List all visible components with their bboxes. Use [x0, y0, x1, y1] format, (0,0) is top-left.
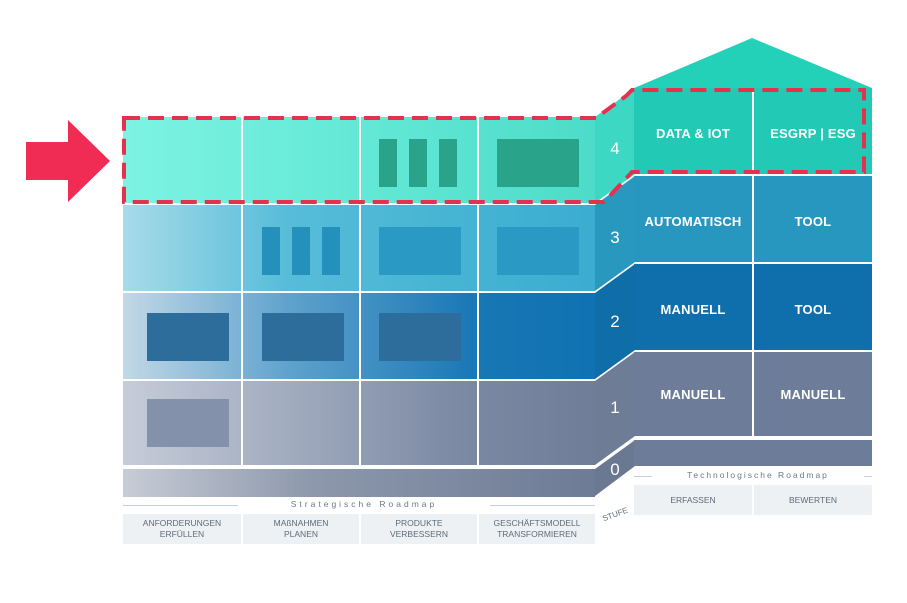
block [439, 139, 457, 187]
block [262, 313, 344, 361]
level-number: 0 [610, 460, 620, 479]
technology-column-label: ERFASSEN [634, 485, 752, 515]
tech-cell-label: MANUELL [660, 386, 726, 402]
highlight-outline [122, 88, 866, 204]
strategy-caption: Strategische Roadmap [238, 499, 490, 509]
strategy-column-label: GESCHÄFTSMODELL TRANSFORMIEREN [479, 514, 595, 544]
stage-bevel [595, 88, 635, 496]
level-number: 2 [610, 312, 620, 331]
stage-label: STUFE [601, 505, 629, 523]
block [322, 227, 340, 275]
technology-caption: Technologische Roadmap [652, 470, 864, 480]
strategy-column-label: MAßNAHMEN PLANEN [243, 514, 359, 544]
tech-cell-label: TOOL [794, 301, 832, 317]
level-number: 4 [610, 139, 620, 158]
block [262, 227, 280, 275]
level-0-row [123, 469, 595, 497]
strategy-grid [123, 117, 595, 497]
technology-column-label: BEWERTEN [754, 485, 872, 515]
block [379, 313, 461, 361]
block [409, 139, 427, 187]
block [147, 399, 229, 447]
tech-cell-label: TOOL [794, 213, 832, 229]
block [497, 227, 579, 275]
tech-cell-label: ESGRP | ESG [770, 125, 856, 141]
block [147, 313, 229, 361]
strategy-column-label: ANFORDERUNGEN ERFÜLLEN [123, 514, 241, 544]
tech-cell-label: DATA & IOT [656, 125, 730, 141]
pointer-arrow-icon [26, 120, 110, 202]
block [379, 139, 397, 187]
strategy-column-label: PRODUKTE VERBESSERN [361, 514, 477, 544]
level-number: 1 [610, 398, 620, 417]
tech-cell-label: MANUELL [780, 386, 846, 402]
block [292, 227, 310, 275]
block [497, 139, 579, 187]
technology-grid [634, 88, 872, 468]
level-number: 3 [610, 228, 620, 247]
block [379, 227, 461, 275]
roof [634, 38, 872, 92]
tech-cell-label: MANUELL [660, 301, 726, 317]
tech-cell-label: AUTOMATISCH [644, 213, 742, 229]
